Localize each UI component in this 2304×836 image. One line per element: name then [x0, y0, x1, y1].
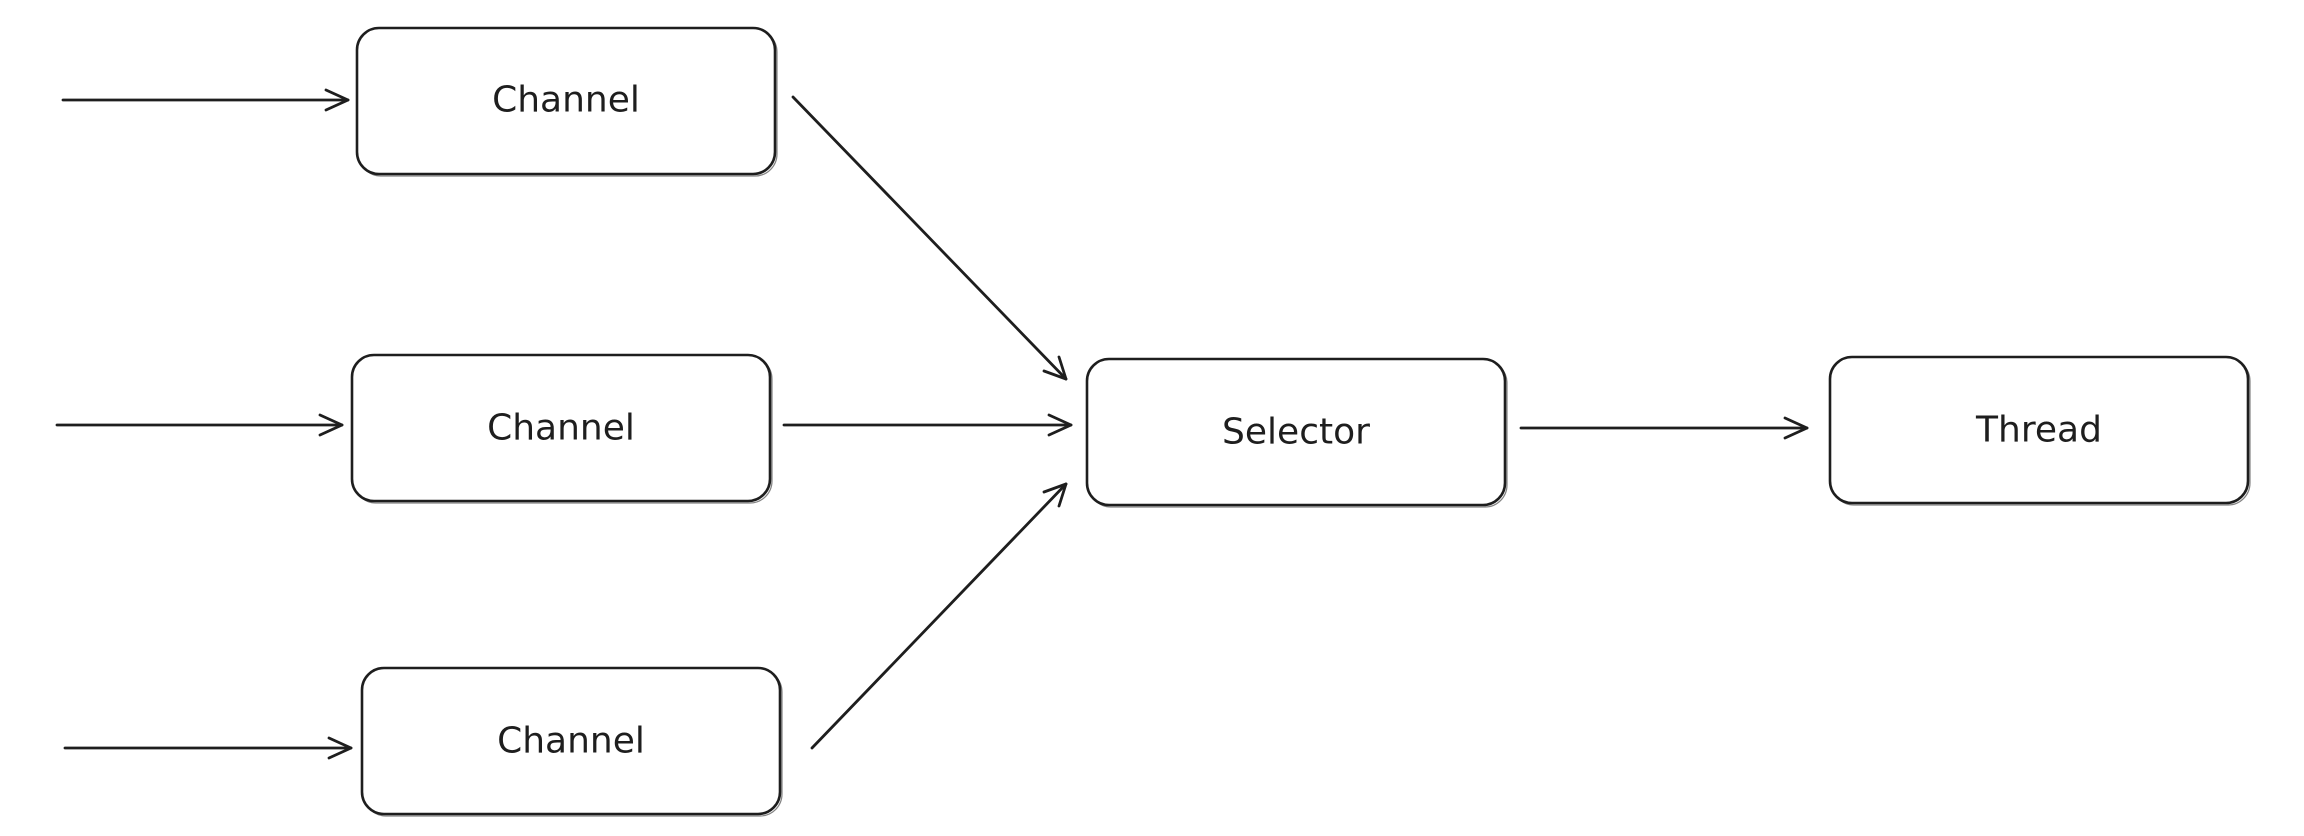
channel-node-top[interactable]: Channel: [355, 26, 778, 177]
channel-middle-label: Channel: [487, 408, 635, 449]
incoming-arrow-channel-middle: [55, 413, 344, 437]
selector-node[interactable]: Selector: [1085, 357, 1508, 508]
channel-node-bottom[interactable]: Channel: [360, 666, 783, 817]
channel-bottom-label: Channel: [497, 721, 645, 762]
thread-label: Thread: [1975, 410, 2102, 451]
channel-node-middle[interactable]: Channel: [350, 353, 773, 504]
thread-node[interactable]: Thread: [1828, 355, 2251, 506]
selector-label: Selector: [1222, 412, 1370, 453]
channel-top-label: Channel: [492, 80, 640, 121]
arrow-selector-to-thread: [1519, 416, 1809, 440]
arrow-channel-bottom-to-selector: [810, 482, 1068, 750]
arrow-channel-top-to-selector: [791, 95, 1068, 381]
incoming-arrow-channel-bottom: [63, 736, 353, 760]
incoming-arrow-channel-top: [61, 88, 350, 112]
arrow-channel-middle-to-selector: [782, 413, 1073, 437]
